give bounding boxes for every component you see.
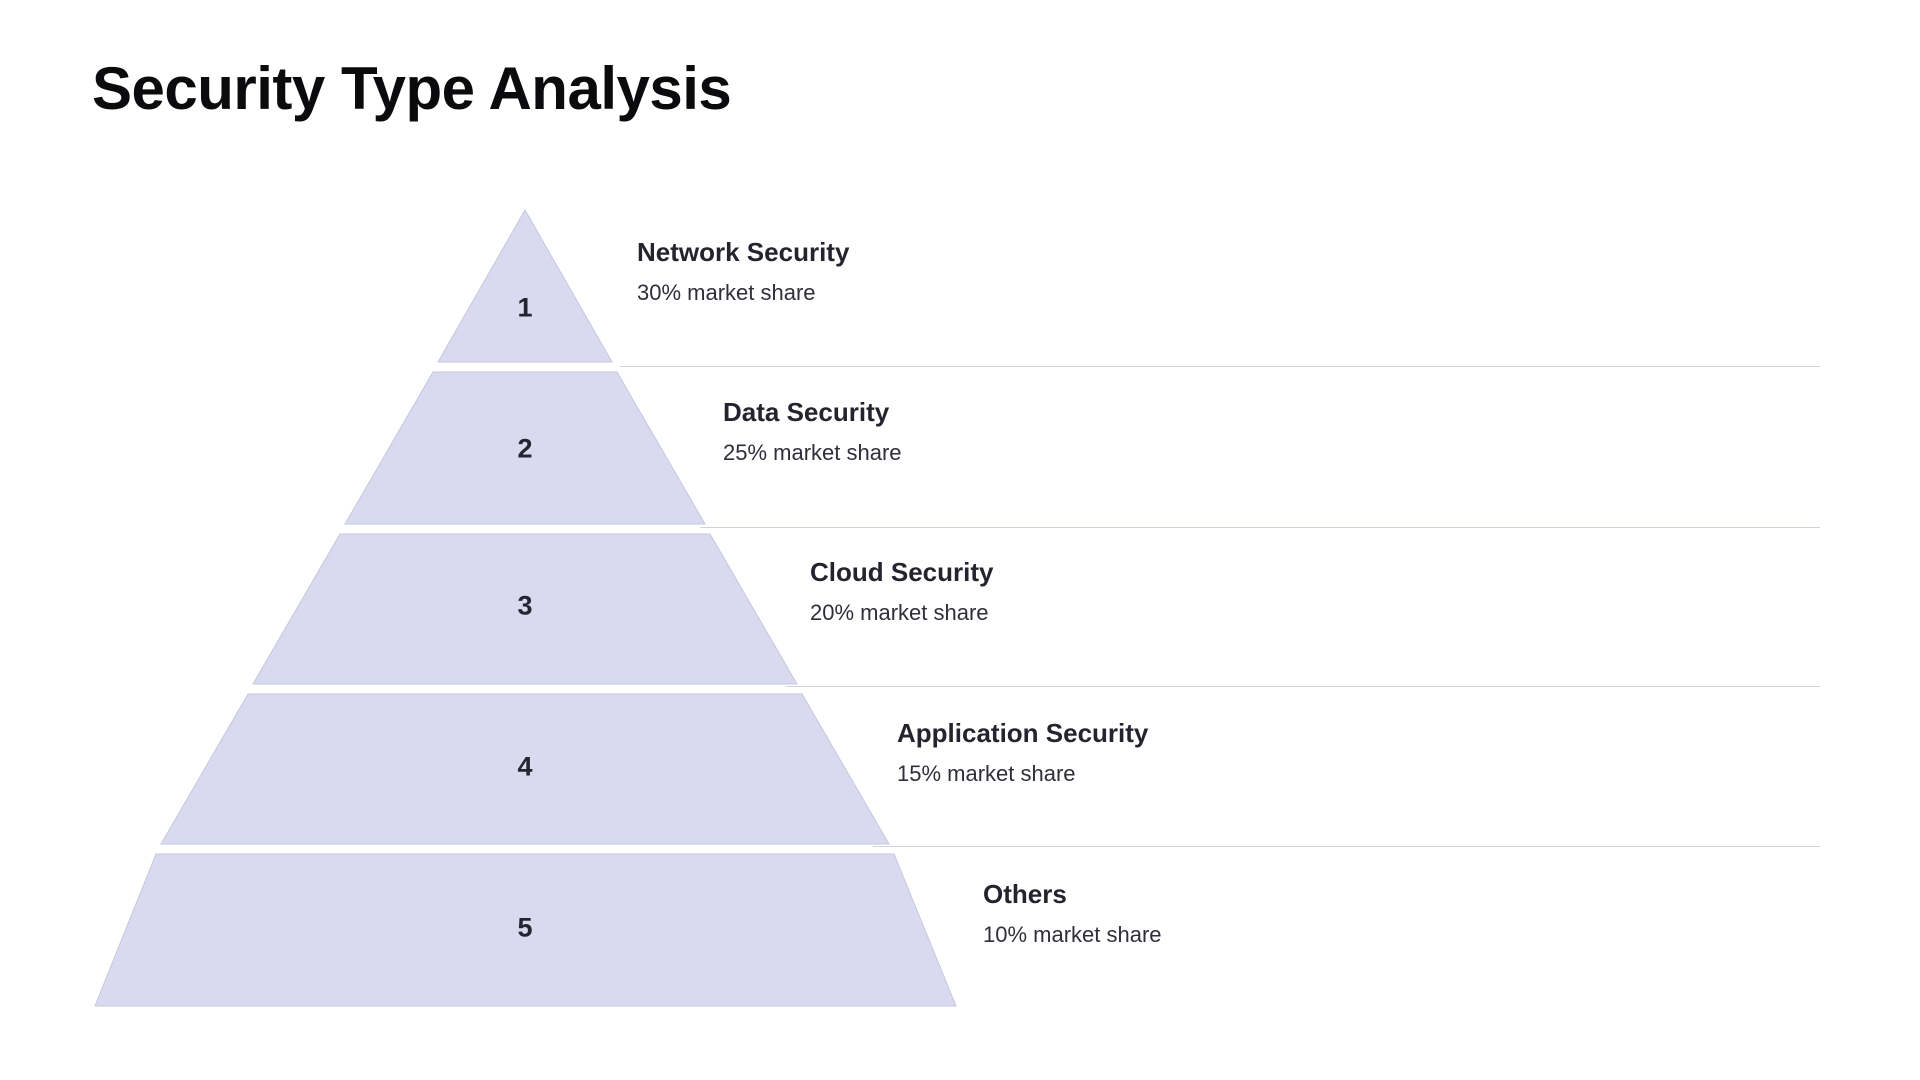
level-title-5: Others <box>983 879 1067 909</box>
divider-line-1 <box>620 366 1820 367</box>
pyramid-segment-1[interactable] <box>437 208 613 363</box>
pyramid-segment-5[interactable] <box>94 853 957 1007</box>
level-number-2: 2 <box>517 433 533 464</box>
divider-line-3 <box>786 686 1820 687</box>
pyramid-segment-4[interactable] <box>160 693 890 845</box>
level-share-2: 25% market share <box>723 439 902 465</box>
level-label-3: Cloud Security 20% market share <box>810 558 993 625</box>
pyramid-segment-2[interactable] <box>344 371 706 525</box>
level-title-3: Cloud Security <box>810 557 994 587</box>
level-number-5: 5 <box>517 912 533 943</box>
level-share-4: 15% market share <box>897 760 1076 786</box>
divider-line-4 <box>873 846 1820 847</box>
level-title-1: Network Security <box>637 237 850 267</box>
level-title-2: Data Security <box>723 397 890 427</box>
level-label-4: Application Security 15% market share <box>897 719 1148 786</box>
level-title-4: Application Security <box>897 718 1149 748</box>
level-number-1: 1 <box>517 292 533 323</box>
level-number-3: 3 <box>517 590 533 621</box>
level-share-1: 30% market share <box>637 279 816 305</box>
page-title: Security Type Analysis <box>92 55 732 122</box>
level-share-3: 20% market share <box>810 599 989 625</box>
level-label-5: Others 10% market share <box>983 880 1162 947</box>
level-label-1: Network Security 30% market share <box>637 238 849 305</box>
level-label-2: Data Security 25% market share <box>723 398 902 465</box>
level-share-5: 10% market share <box>983 921 1162 947</box>
pyramid-segment-3[interactable] <box>252 533 798 685</box>
divider-line-2 <box>700 527 1820 528</box>
level-number-4: 4 <box>517 751 533 782</box>
